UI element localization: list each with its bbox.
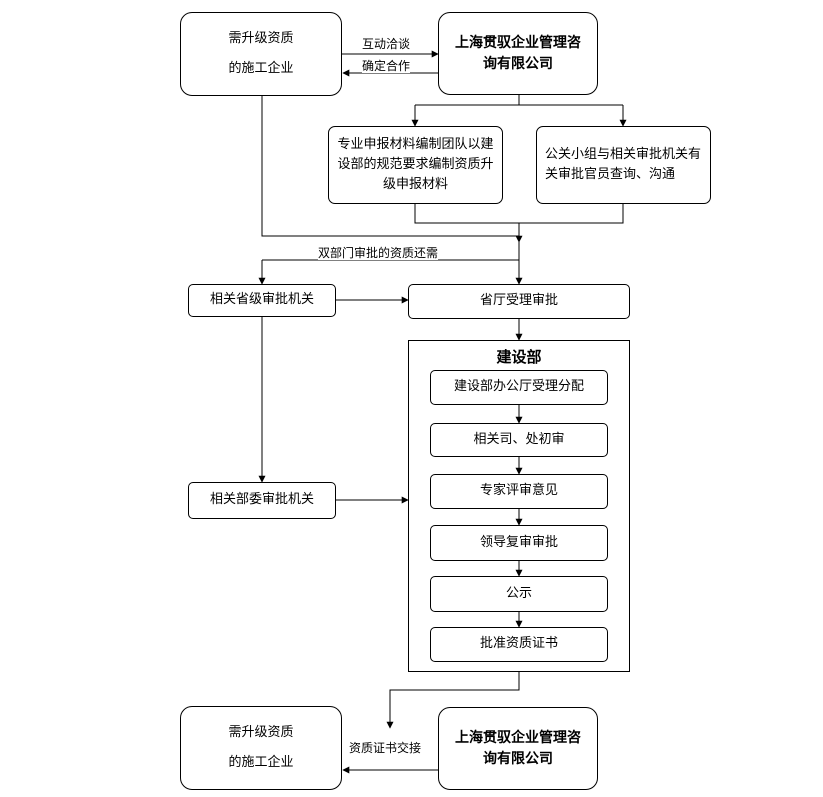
ministry-step-1-label: 建设部办公厅受理分配 [453,379,584,395]
negotiate-label-line2: 确定合作 [362,59,411,73]
company-top-name: 上海贯驭企业管理咨询有限公司 [455,34,581,72]
ministry-frame: 建设部 [408,340,630,672]
ministry-step-5-label: 公示 [505,585,532,601]
ministry-step-3: 专家评审意见 [430,474,608,509]
team-box-text: 专业申报材料编制团队以建设部的规范要求编制资质升级申报材料 [337,137,494,192]
provincial-authority-label: 相关省级审批机关 [209,292,314,308]
provincial-office-label: 省厅受理审批 [479,293,558,309]
handover-label: 资质证书交接 [349,741,422,755]
ministry-step-2-label: 相关司、处初审 [473,431,565,447]
ministry-step-6: 批准资质证书 [430,627,608,662]
pr-box-text: 公关小组与相关审批机关有关审批官员查询、沟通 [545,147,702,182]
provincial-authority-box: 相关省级审批机关 [188,284,336,317]
enterprise-bottom-line2: 的施工企业 [228,755,294,770]
team-box: 专业申报材料编制团队以建设部的规范要求编制资质升级申报材料 [328,126,503,204]
ministry-step-4: 领导复审审批 [430,525,608,561]
company-top-box: 上海贯驭企业管理咨询有限公司 [438,12,598,95]
enterprise-top-line2: 的施工企业 [228,61,294,76]
enterprise-bottom-line1: 需升级资质 [228,725,294,740]
negotiate-label-line1: 互动洽谈 [362,37,411,51]
pr-box: 公关小组与相关审批机关有关审批官员查询、沟通 [536,126,711,204]
enterprise-bottom-box: 需升级资质 的施工企业 [180,706,342,790]
enterprise-top-line1: 需升级资质 [228,31,294,46]
ministry-authority-label: 相关部委审批机关 [209,492,314,508]
company-bottom-name: 上海贯驭企业管理咨询有限公司 [455,729,581,767]
ministry-step-1: 建设部办公厅受理分配 [430,370,608,405]
ministry-step-2: 相关司、处初审 [430,423,608,457]
provincial-office-box: 省厅受理审批 [408,284,630,319]
ministry-step-3-label: 专家评审意见 [479,483,558,499]
ministry-authority-box: 相关部委审批机关 [188,482,336,519]
ministry-title: 建设部 [496,348,542,366]
ministry-step-6-label: 批准资质证书 [479,636,558,652]
ministry-step-4-label: 领导复审审批 [479,534,558,550]
enterprise-top-box: 需升级资质 的施工企业 [180,12,342,96]
company-bottom-box: 上海贯驭企业管理咨询有限公司 [438,707,598,790]
ministry-step-5: 公示 [430,576,608,612]
dual-department-label: 双部门审批的资质还需 [318,246,439,260]
